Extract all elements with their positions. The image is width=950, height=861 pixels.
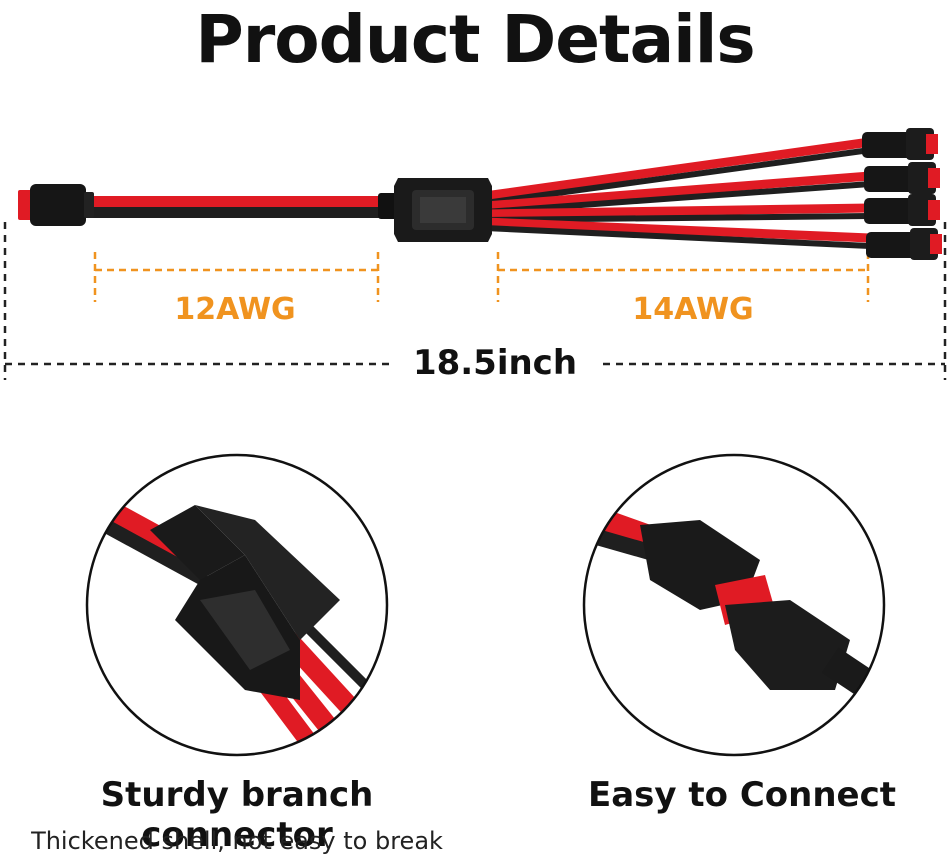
awg12-label: 12AWG xyxy=(174,292,296,327)
branch-connector-closeup xyxy=(85,453,389,757)
awg14-label: 14AWG xyxy=(632,292,754,327)
branch-cables xyxy=(480,137,875,249)
awg14-dimension xyxy=(496,252,870,302)
page-title: Product Details xyxy=(195,1,755,78)
connector-pair-closeup xyxy=(582,453,886,757)
feature-title-branch: Sturdy branch connector xyxy=(100,775,374,855)
feature-title-connect: Easy to Connect xyxy=(587,775,897,815)
input-connector xyxy=(18,184,94,226)
branch-hub xyxy=(394,178,492,242)
feature-subtitle-branch: Thickened shell, not easy to break xyxy=(31,827,443,855)
total-length-label: 18.5inch xyxy=(392,343,598,383)
output-connectors xyxy=(862,128,942,260)
main-cable xyxy=(80,193,400,219)
awg12-dimension xyxy=(93,252,380,302)
